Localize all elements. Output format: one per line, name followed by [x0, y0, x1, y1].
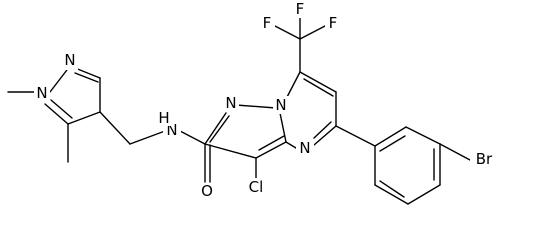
- oxygen-label: O: [201, 182, 213, 200]
- hydrogen-label: H: [158, 109, 169, 127]
- nitrogen-label: N: [275, 96, 286, 114]
- chlorine-label: Cl: [249, 178, 264, 196]
- bond-lines: [7, 15, 471, 205]
- fluorine-label: F: [296, 0, 305, 18]
- nitrogen-label: N: [166, 121, 177, 139]
- nitrogen-label: N: [36, 84, 47, 102]
- fluorine-label: F: [263, 14, 272, 32]
- nitrogen-label: N: [299, 139, 310, 157]
- atom-labels: N N N H O Cl N N N F F F Br: [34, 0, 498, 201]
- fluorine-label: F: [329, 14, 338, 32]
- nitrogen-label: N: [64, 51, 75, 69]
- chemical-structure-diagram: N N N H O Cl N N N F F F Br: [7, 0, 498, 205]
- nitrogen-label: N: [225, 94, 236, 112]
- bromine-label: Br: [476, 150, 493, 168]
